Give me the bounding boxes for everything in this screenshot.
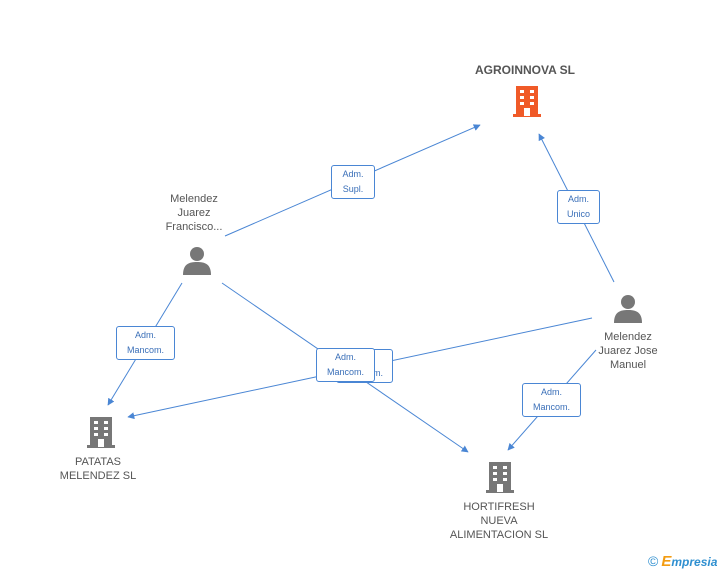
edge-label-jose-hortifresh: Adm. Mancom.	[522, 383, 581, 417]
person-icon-jose[interactable]	[612, 292, 644, 324]
building-icon-patatas[interactable]	[84, 415, 118, 449]
building-icon-agroinnova[interactable]	[510, 84, 544, 118]
brand-name: mpresia	[671, 555, 718, 569]
brand-initial: E	[661, 553, 672, 570]
node-label-patatas[interactable]: PATATAS MELENDEZ SL	[59, 456, 137, 482]
node-label-hortifresh[interactable]: HORTIFRESH NUEVA ALIMENTACION SL	[449, 501, 549, 541]
node-label-jose[interactable]: Melendez Juarez Jose Manuel	[598, 331, 658, 371]
edge-label-francisco-patatas: Adm. Mancom.	[116, 326, 175, 360]
node-label-francisco[interactable]: Melendez Juarez Francisco...	[165, 193, 223, 233]
edge-label-francisco-agroinnova: Adm. Supl.	[331, 165, 375, 199]
node-label-agroinnova[interactable]: AGROINNOVA SL	[474, 63, 575, 77]
edge-label-francisco-hortifresh: Adm. Mancom.	[316, 348, 375, 382]
edge-label-jose-agroinnova: Adm. Unico	[557, 190, 600, 224]
building-icon-hortifresh[interactable]	[483, 460, 517, 494]
person-icon-francisco[interactable]	[181, 244, 213, 276]
copyright-symbol: ©	[648, 553, 659, 569]
empresia-logo[interactable]: ©Empresia	[648, 553, 717, 573]
